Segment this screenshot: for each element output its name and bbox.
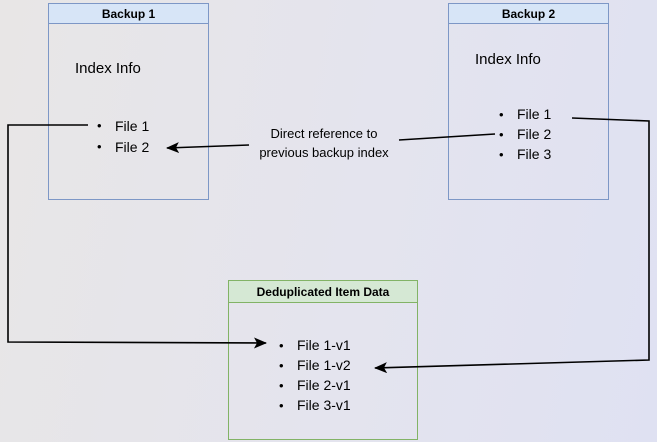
backup1-title: Backup 1: [101, 6, 156, 21]
edge-label-line1: Direct reference to: [270, 126, 378, 141]
bullet-icon: •: [499, 106, 504, 122]
backup2-title: Backup 2: [501, 6, 556, 21]
list-item-label: File 1: [517, 106, 552, 122]
list-item-label: File 2-v1: [297, 377, 351, 393]
backup2-file-list: • File 1 • File 2 • File 3: [499, 104, 551, 164]
backup2-header: Backup 2: [449, 4, 608, 24]
list-item: • File 1: [97, 115, 149, 136]
list-item: • File 3-v1: [279, 395, 351, 415]
bullet-icon: •: [97, 139, 102, 154]
bullet-icon: •: [97, 118, 102, 133]
backup2-subtitle: Index Info: [475, 51, 541, 68]
dedup-title: Deduplicated Item Data: [256, 284, 390, 299]
list-item: • File 2-v1: [279, 375, 351, 395]
bullet-icon: •: [279, 377, 284, 393]
backup1-file-list: • File 1 • File 2: [97, 115, 149, 157]
edge-label: Direct reference to previous backup inde…: [248, 124, 400, 162]
list-item-label: File 3: [517, 146, 552, 162]
edge-label-line2: previous backup index: [259, 145, 389, 160]
list-item-label: File 3-v1: [297, 397, 351, 413]
list-item: • File 1: [499, 104, 551, 124]
bullet-icon: •: [499, 146, 504, 162]
backup2-box: Backup 2 Index Info • File 1 • File 2 • …: [448, 3, 609, 200]
dedup-box: Deduplicated Item Data • File 1-v1 • Fil…: [228, 280, 418, 440]
bullet-icon: •: [499, 126, 504, 142]
bullet-icon: •: [279, 337, 284, 353]
backup1-header: Backup 1: [49, 4, 208, 24]
bullet-icon: •: [279, 397, 284, 413]
backup1-subtitle: Index Info: [75, 60, 141, 77]
dedup-file-list: • File 1-v1 • File 1-v2 • File 2-v1 • Fi…: [279, 335, 351, 415]
list-item-label: File 1-v2: [297, 357, 351, 373]
list-item: • File 3: [499, 144, 551, 164]
list-item-label: File 2: [517, 126, 552, 142]
list-item: • File 1-v2: [279, 355, 351, 375]
list-item: • File 2: [97, 136, 149, 157]
list-item-label: File 1-v1: [297, 337, 351, 353]
list-item-label: File 2: [115, 138, 150, 155]
backup1-box: Backup 1 Index Info • File 1 • File 2: [48, 3, 209, 200]
list-item-label: File 1: [115, 117, 150, 134]
bullet-icon: •: [279, 357, 284, 373]
list-item: • File 1-v1: [279, 335, 351, 355]
list-item: • File 2: [499, 124, 551, 144]
dedup-header: Deduplicated Item Data: [229, 281, 417, 303]
